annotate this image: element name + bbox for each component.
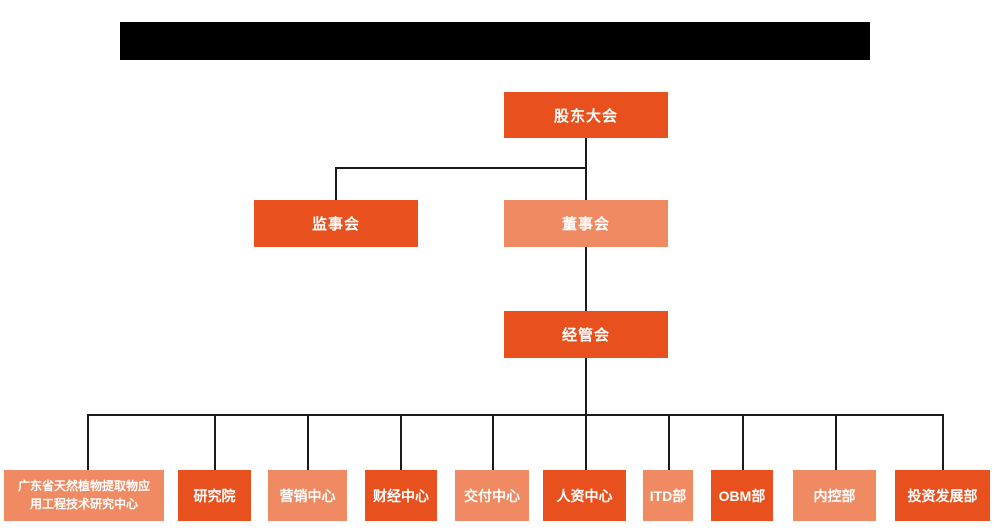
connector-line [87,414,944,416]
connector-line [335,167,587,169]
connector-line [335,167,337,200]
node-department-research-center: 广东省天然植物提取物应用工程技术研究中心 [4,470,164,521]
connector-line [214,414,216,470]
node-board-of-directors: 董事会 [504,200,668,247]
node-department-itd: ITD部 [643,470,693,521]
node-department-investment-development: 投资发展部 [895,470,990,521]
connector-line [742,414,744,470]
connector-line [835,414,837,470]
connector-line [87,414,89,470]
connector-line [400,414,402,470]
connector-line [585,138,587,200]
node-supervisory-board: 监事会 [254,200,418,247]
connector-line [492,414,494,470]
node-department-marketing-center: 营销中心 [268,470,347,521]
connector-line [585,414,587,470]
node-department-delivery-center: 交付中心 [455,470,529,521]
redacted-title-bar [120,22,870,60]
connector-line [942,414,944,470]
node-shareholders-meeting: 股东大会 [504,92,668,138]
connector-line [307,414,309,470]
node-department-obm: OBM部 [711,470,773,521]
connector-line [585,247,587,311]
node-department-research-institute: 研究院 [178,470,251,521]
node-management-committee: 经管会 [504,311,668,358]
node-department-hr-center: 人资中心 [543,470,626,521]
node-department-finance-center: 财经中心 [365,470,437,521]
connector-line [585,358,587,416]
connector-line [668,414,670,470]
node-department-internal-control: 内控部 [793,470,876,521]
